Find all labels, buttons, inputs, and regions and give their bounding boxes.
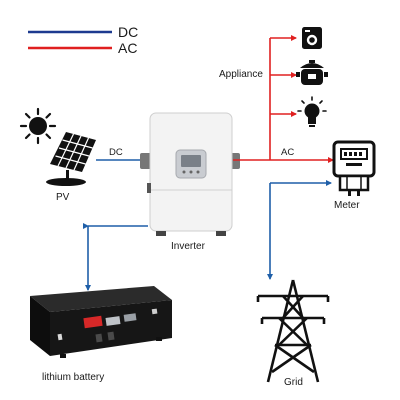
legend-dc-label: DC [118,24,139,40]
inverter-icon [140,112,240,236]
inverter-battery-line [83,223,148,291]
legend-ac-label: AC [118,40,138,56]
pv-dc-flow-label: DC [109,147,123,158]
grid-label: Grid [284,377,303,388]
washing-machine-icon [302,27,322,49]
sun-icon [19,107,57,145]
battery-label: lithium battery [42,372,105,383]
pv-label: PV [56,192,70,203]
light-bulb-icon [297,96,327,127]
ac-flow-label: AC [281,147,295,158]
solar-panel-icon [46,132,96,186]
ac-lines [233,35,334,163]
rice-cooker-icon [296,60,328,85]
appliance-label: Appliance [219,69,263,80]
inverter-label: Inverter [171,241,205,252]
legend [28,30,112,50]
meter-label: Meter [334,200,360,211]
meter-grid-line [267,180,332,280]
transmission-tower-icon [256,279,330,383]
battery-rack-icon [30,286,172,358]
electric-meter-icon [332,140,376,196]
